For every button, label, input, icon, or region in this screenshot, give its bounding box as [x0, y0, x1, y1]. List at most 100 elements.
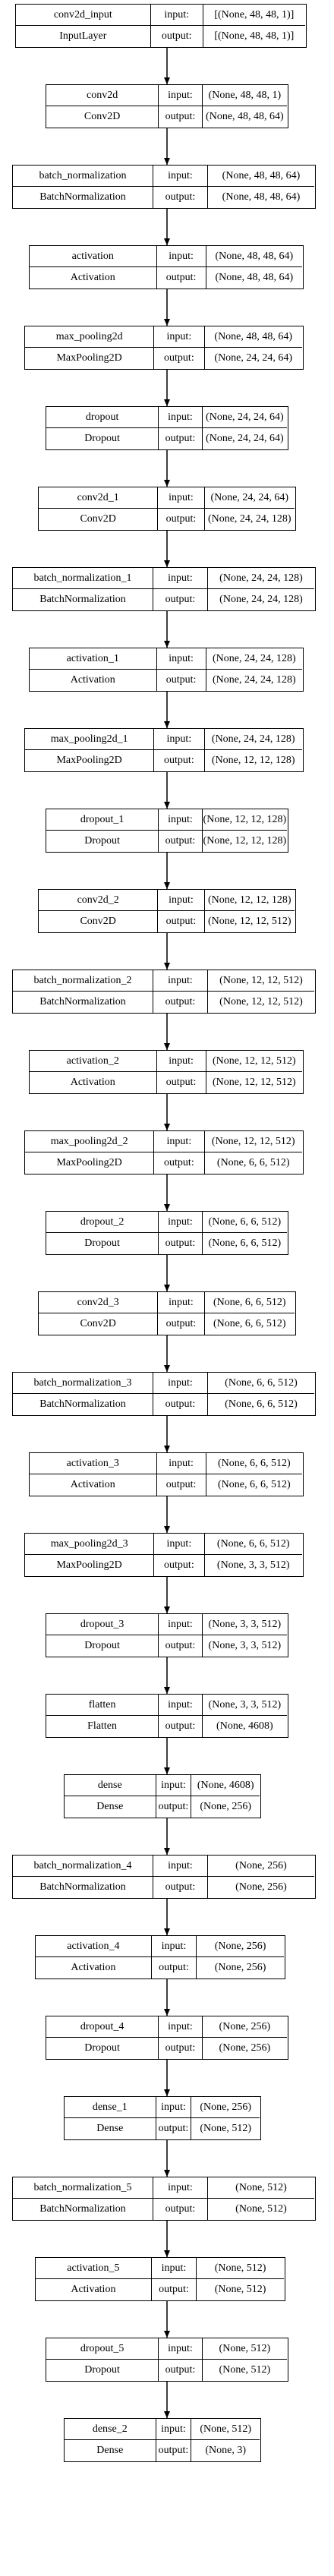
input-label: input:: [155, 1775, 191, 1796]
output-label: output:: [158, 2038, 202, 2059]
output-label: output:: [156, 670, 206, 691]
layer-name: batch_normalization_4: [13, 1856, 153, 1877]
output-label: output:: [153, 348, 203, 369]
output-label: output:: [153, 992, 207, 1013]
output-label: output:: [157, 1313, 203, 1335]
output-label: output:: [153, 750, 203, 771]
input-label: input:: [158, 2016, 202, 2038]
input-shape: (None, 512): [207, 2177, 314, 2199]
output-shape: (None, 12, 12, 128): [203, 750, 302, 771]
layer-type: Conv2D: [80, 916, 116, 927]
input-label: input:: [150, 2258, 197, 2279]
output-shape: (None, 256): [207, 1877, 314, 1898]
input-label: input:: [157, 1292, 204, 1313]
output-label: output:: [153, 2199, 207, 2220]
output-shape: (None, 512): [201, 2360, 287, 2381]
output-label: output:: [153, 187, 207, 208]
input-shape: (None, 48, 48, 64): [207, 166, 314, 187]
layer-type: Dropout: [84, 1238, 120, 1249]
output-shape: (None, 12, 12, 512): [203, 911, 295, 932]
input-label: input:: [158, 809, 202, 831]
input-label: input:: [150, 5, 203, 26]
layer-name: batch_normalization_2: [13, 970, 153, 992]
layer-type: Conv2D: [84, 111, 121, 122]
layer-type: MaxPooling2D: [56, 352, 122, 364]
input-shape: (None, 6, 6, 512): [201, 1212, 287, 1233]
output-label: output:: [157, 911, 203, 932]
output-label: output:: [158, 831, 202, 852]
output-shape: (None, 512): [191, 2118, 260, 2139]
layer-type: BatchNormalization: [39, 2203, 126, 2215]
layer-name: dropout_3: [46, 1614, 159, 1635]
layer-name: dropout_5: [46, 2338, 159, 2360]
output-label: output:: [156, 1474, 206, 1496]
layer-type: Activation: [70, 674, 115, 686]
input-shape: (None, 24, 24, 128): [203, 729, 302, 750]
layer-type: BatchNormalization: [39, 1398, 126, 1410]
output-shape: (None, 256): [191, 1796, 260, 1818]
layer-type: Dropout: [84, 433, 120, 444]
layer-name: conv2d_3: [39, 1292, 158, 1313]
layer-type: BatchNormalization: [39, 191, 126, 203]
input-shape: (None, 4608): [191, 1775, 260, 1796]
layer-type: Conv2D: [80, 513, 116, 525]
input-shape: (None, 6, 6, 512): [205, 1453, 302, 1474]
output-shape: (None, 12, 12, 512): [207, 992, 314, 1013]
input-shape: (None, 48, 48, 64): [203, 326, 302, 348]
input-label: input:: [150, 1936, 197, 1957]
layer-name: dropout: [46, 407, 159, 428]
input-shape: (None, 24, 24, 128): [207, 568, 314, 589]
input-shape: (None, 12, 12, 512): [205, 1051, 302, 1072]
input-label: input:: [156, 1453, 206, 1474]
layer-name: conv2d: [46, 85, 159, 106]
output-shape: (None, 6, 6, 512): [205, 1474, 302, 1496]
layer-type: Dense: [96, 1801, 124, 1812]
input-label: input:: [155, 2419, 191, 2440]
input-label: input:: [153, 166, 207, 187]
output-shape: (None, 6, 6, 512): [203, 1313, 295, 1335]
output-label: output:: [150, 26, 203, 47]
output-label: output:: [158, 1233, 202, 1254]
layer-name: dropout_1: [46, 809, 159, 831]
output-label: output:: [155, 1796, 191, 1818]
input-label: input:: [153, 2177, 207, 2199]
layer-type: BatchNormalization: [39, 1881, 126, 1893]
layer-name: batch_normalization: [13, 166, 153, 187]
input-label: input:: [153, 1856, 207, 1877]
output-label: output:: [158, 428, 202, 449]
output-shape: (None, 512): [207, 2199, 314, 2220]
layer-type: MaxPooling2D: [56, 1157, 122, 1168]
input-shape: (None, 48, 48, 64): [205, 246, 302, 267]
output-label: output:: [158, 2360, 202, 2381]
output-shape: (None, 24, 24, 64): [201, 428, 287, 449]
output-label: output:: [156, 1072, 206, 1093]
layer-type: Dropout: [84, 1640, 120, 1651]
input-label: input:: [156, 648, 206, 670]
input-shape: (None, 12, 12, 128): [203, 890, 295, 911]
layer-name: dropout_4: [46, 2016, 159, 2038]
layer-type: Activation: [70, 1077, 115, 1088]
input-shape: (None, 256): [207, 1856, 314, 1877]
input-shape: (None, 12, 12, 128): [201, 809, 287, 831]
output-shape: (None, 3, 3, 512): [201, 1635, 287, 1657]
output-shape: (None, 3, 3, 512): [203, 1555, 302, 1576]
layer-name: batch_normalization_3: [13, 1373, 153, 1394]
output-shape: (None, 256): [196, 1957, 284, 1979]
layer-name: dense: [65, 1775, 156, 1796]
output-shape: (None, 12, 12, 128): [201, 831, 287, 852]
output-label: output:: [155, 2118, 191, 2139]
input-label: input:: [156, 1051, 206, 1072]
